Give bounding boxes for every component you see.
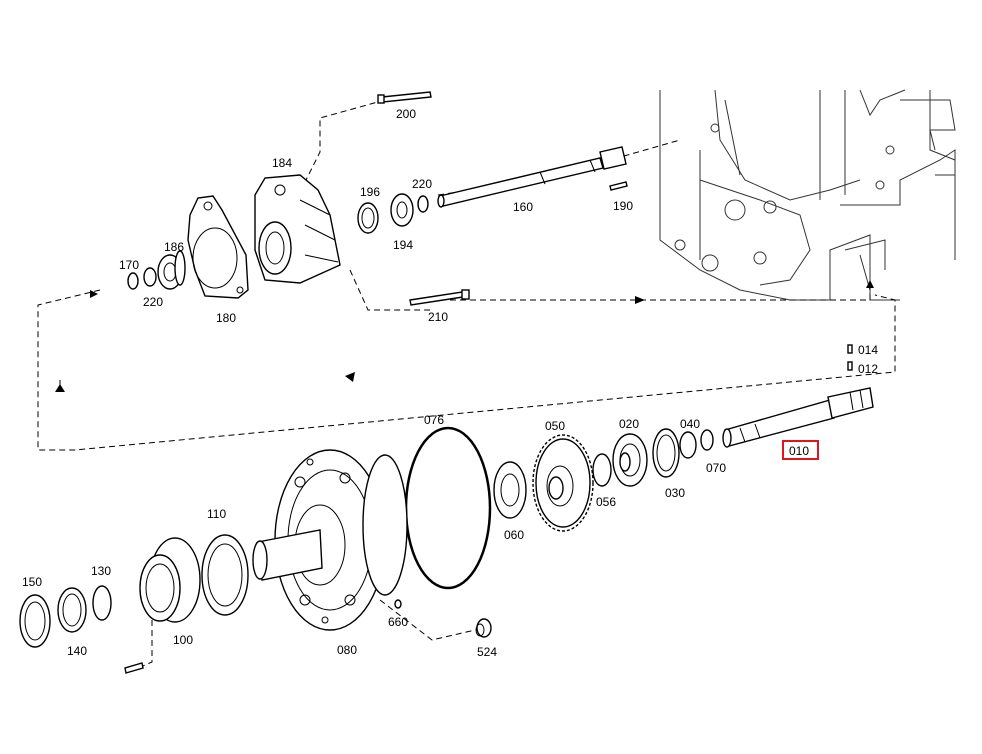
part-200-bolt[interactable]	[377, 91, 432, 104]
label-660[interactable]: 660	[388, 615, 408, 629]
label-190[interactable]: 190	[613, 199, 633, 213]
part-186-bearing[interactable]	[157, 250, 186, 290]
label-050[interactable]: 050	[545, 419, 565, 433]
highlight-box-010	[782, 440, 819, 460]
label-012[interactable]: 012	[858, 362, 878, 376]
label-220[interactable]: 220	[143, 295, 163, 309]
part-020-bearing[interactable]	[612, 433, 648, 487]
part-210-bolt[interactable]	[409, 289, 470, 306]
part-184-bracket[interactable]	[254, 174, 341, 284]
part-130-ring[interactable]	[92, 585, 112, 621]
part-030-ring[interactable]	[652, 428, 680, 478]
label-070[interactable]: 070	[706, 461, 726, 475]
part-012-pin[interactable]	[847, 361, 853, 371]
label-056[interactable]: 056	[596, 495, 616, 509]
part-060-bearing[interactable]	[493, 461, 527, 519]
label-130[interactable]: 130	[91, 564, 111, 578]
callout-labels: 200 184 196 220 160 190 194 186 170 220 …	[22, 107, 878, 659]
label-200[interactable]: 200	[396, 107, 416, 121]
part-014-pin[interactable]	[847, 344, 853, 354]
part-056-ring[interactable]	[592, 453, 612, 487]
label-186[interactable]: 186	[164, 240, 184, 254]
label-110[interactable]: 110	[207, 507, 226, 521]
gearbox-housing	[659, 89, 956, 301]
part-100-cover[interactable]	[139, 537, 201, 623]
label-180[interactable]: 180	[216, 311, 236, 325]
label-100[interactable]: 100	[173, 633, 193, 647]
part-194-bearing[interactable]	[390, 193, 414, 227]
part-524-plug[interactable]	[475, 618, 492, 638]
label-220[interactable]: 220	[412, 177, 432, 191]
label-020[interactable]: 020	[619, 417, 639, 431]
part-140-bearing-race[interactable]	[57, 587, 87, 633]
label-140[interactable]: 140	[67, 644, 87, 658]
label-196[interactable]: 196	[360, 185, 380, 199]
label-060[interactable]: 060	[504, 528, 524, 542]
label-170[interactable]: 170	[119, 258, 139, 272]
label-040[interactable]: 040	[680, 417, 700, 431]
part-080-housing[interactable]	[252, 449, 408, 631]
part-160-shaft[interactable]	[437, 146, 627, 208]
label-210[interactable]: 210	[428, 310, 448, 324]
label-014[interactable]: 014	[858, 343, 878, 357]
part-196-ring[interactable]	[357, 202, 379, 234]
label-030[interactable]: 030	[665, 486, 685, 500]
label-080[interactable]: 080	[337, 643, 357, 657]
part-190-pin[interactable]	[609, 181, 628, 191]
label-184[interactable]: 184	[272, 156, 292, 170]
part-100-bolt[interactable]	[124, 662, 144, 674]
part-076-o-ring[interactable]	[404, 426, 492, 590]
label-150[interactable]: 150	[22, 575, 42, 589]
label-010[interactable]: 010	[789, 444, 809, 458]
part-070-ring[interactable]	[700, 429, 714, 451]
part-220-ring-top[interactable]	[417, 195, 429, 213]
part-040-ring[interactable]	[679, 431, 697, 459]
part-660-plug[interactable]	[394, 599, 402, 609]
part-010-shaft[interactable]	[722, 387, 874, 448]
part-180-gasket[interactable]	[187, 195, 249, 299]
label-076[interactable]: 076	[424, 413, 444, 427]
part-220-ring-left[interactable]	[143, 267, 157, 287]
part-150-ring[interactable]	[19, 594, 51, 648]
label-524[interactable]: 524	[477, 645, 497, 659]
part-170-ring[interactable]	[127, 272, 139, 290]
part-110-gasket[interactable]	[201, 534, 249, 616]
part-050-gear[interactable]	[532, 434, 594, 532]
label-160[interactable]: 160	[513, 200, 533, 214]
label-194[interactable]: 194	[393, 238, 413, 252]
